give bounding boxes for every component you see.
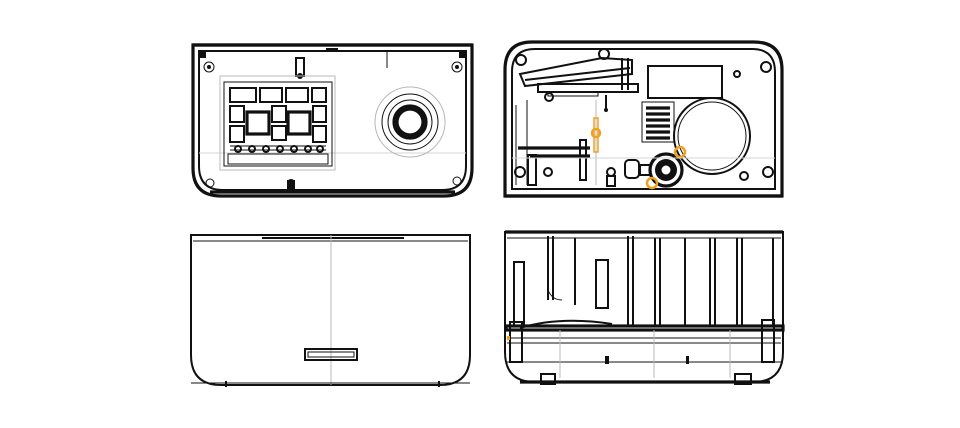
keypad-contacts-row — [234, 145, 324, 153]
circular-port — [374, 86, 446, 158]
view-top-left-housing — [191, 43, 474, 198]
motor-block — [641, 65, 723, 143]
view-bottom-left-cover — [190, 234, 471, 387]
ribs — [547, 236, 774, 326]
fan-housing — [673, 97, 751, 175]
keypad-grid — [229, 87, 327, 151]
screw-highlight-icon — [590, 117, 687, 190]
view-bottom-right-side — [504, 230, 785, 385]
cover-slot — [304, 348, 358, 361]
fan-icon — [624, 152, 684, 188]
view-top-right-housing — [503, 40, 784, 198]
